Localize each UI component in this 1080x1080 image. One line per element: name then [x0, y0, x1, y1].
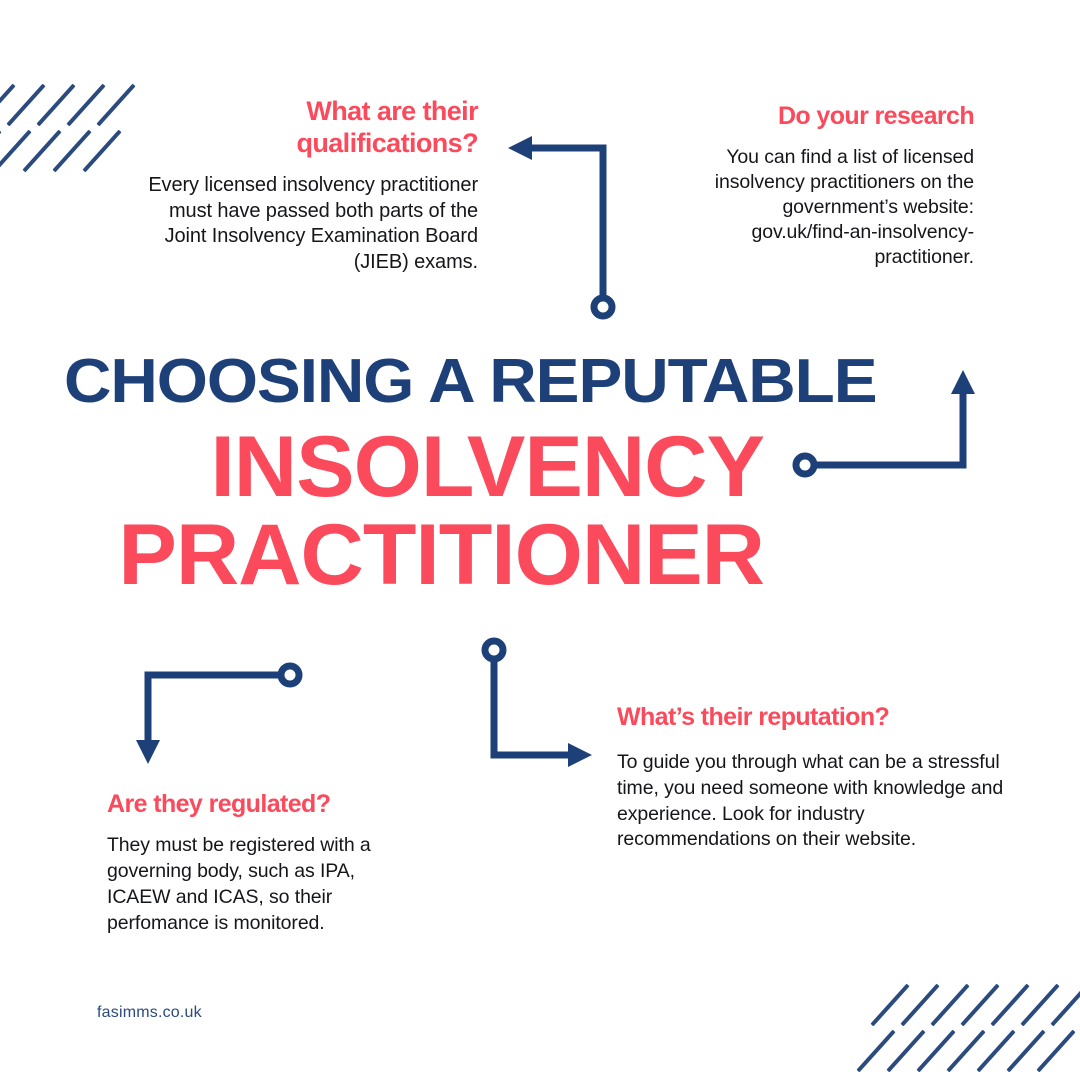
- connector-to-qualifications: [508, 136, 616, 320]
- panel-research-heading: Do your research: [777, 102, 975, 130]
- panel-regulated: Are they regulated? They must be registe…: [107, 790, 417, 937]
- arrow-left-icon: [508, 136, 532, 160]
- connector-to-regulated: [136, 662, 303, 764]
- stripe-line: [1006, 1029, 1046, 1073]
- stripe-line: [960, 983, 1000, 1027]
- connector-dot: [792, 452, 818, 478]
- panel-regulated-body: They must be registered with a governing…: [107, 834, 371, 935]
- stripe-line: [886, 1029, 926, 1073]
- stripe-line: [856, 1029, 896, 1073]
- title-line-primary: CHOOSING A REPUTABLE: [64, 347, 878, 416]
- panel-reputation: What’s their reputation? To guide you th…: [617, 703, 1007, 853]
- panel-qualifications-body: Every licensed insolvency practitioner m…: [148, 174, 478, 273]
- stripe-line: [930, 983, 970, 1027]
- panel-regulated-heading: Are they regulated?: [107, 790, 331, 818]
- connector-dot: [481, 637, 507, 663]
- stripe-line: [916, 1029, 956, 1073]
- stripe-line: [976, 1029, 1016, 1073]
- stripe-line: [870, 983, 910, 1027]
- stripe-line: [0, 129, 2, 173]
- stripe-line: [1050, 983, 1080, 1027]
- connector-dot: [590, 294, 616, 320]
- stripe-line: [6, 83, 46, 127]
- stripe-line: [22, 129, 62, 173]
- stripe-line: [0, 129, 32, 173]
- arrow-up-icon: [951, 370, 975, 394]
- connector-dot: [277, 662, 303, 688]
- panel-qualifications: What are their qualifications? Every lic…: [130, 96, 478, 276]
- stripe-line: [82, 129, 122, 173]
- arrow-right-icon: [568, 743, 592, 767]
- connector-to-reputation: [481, 637, 592, 767]
- stripe-line: [946, 1029, 986, 1073]
- panel-reputation-body: To guide you through what can be a stres…: [617, 751, 1004, 851]
- footer-website-url[interactable]: fasimms.co.uk: [97, 1004, 202, 1021]
- panel-reputation-heading: What’s their reputation?: [617, 703, 890, 731]
- panel-research: Do your research You can find a list of …: [686, 102, 975, 270]
- stripe-line: [900, 983, 940, 1027]
- title-line-accent-1: INSOLVENCY: [210, 418, 765, 515]
- stripe-line: [66, 83, 106, 127]
- main-title: CHOOSING A REPUTABLE INSOLVENCY PRACTITI…: [64, 351, 878, 598]
- stripe-line: [1020, 983, 1060, 1027]
- stripe-line: [990, 983, 1030, 1027]
- panel-research-body: You can find a list of licensed insolven…: [714, 146, 974, 269]
- stripe-line: [0, 83, 16, 127]
- panel-qualifications-heading: What are their qualifications?: [296, 96, 478, 158]
- stripe-line: [36, 83, 76, 127]
- stripe-line: [52, 129, 92, 173]
- stripe-line: [1036, 1029, 1076, 1073]
- arrow-down-icon: [136, 740, 160, 764]
- title-line-accent-2: PRACTITIONER: [118, 507, 765, 604]
